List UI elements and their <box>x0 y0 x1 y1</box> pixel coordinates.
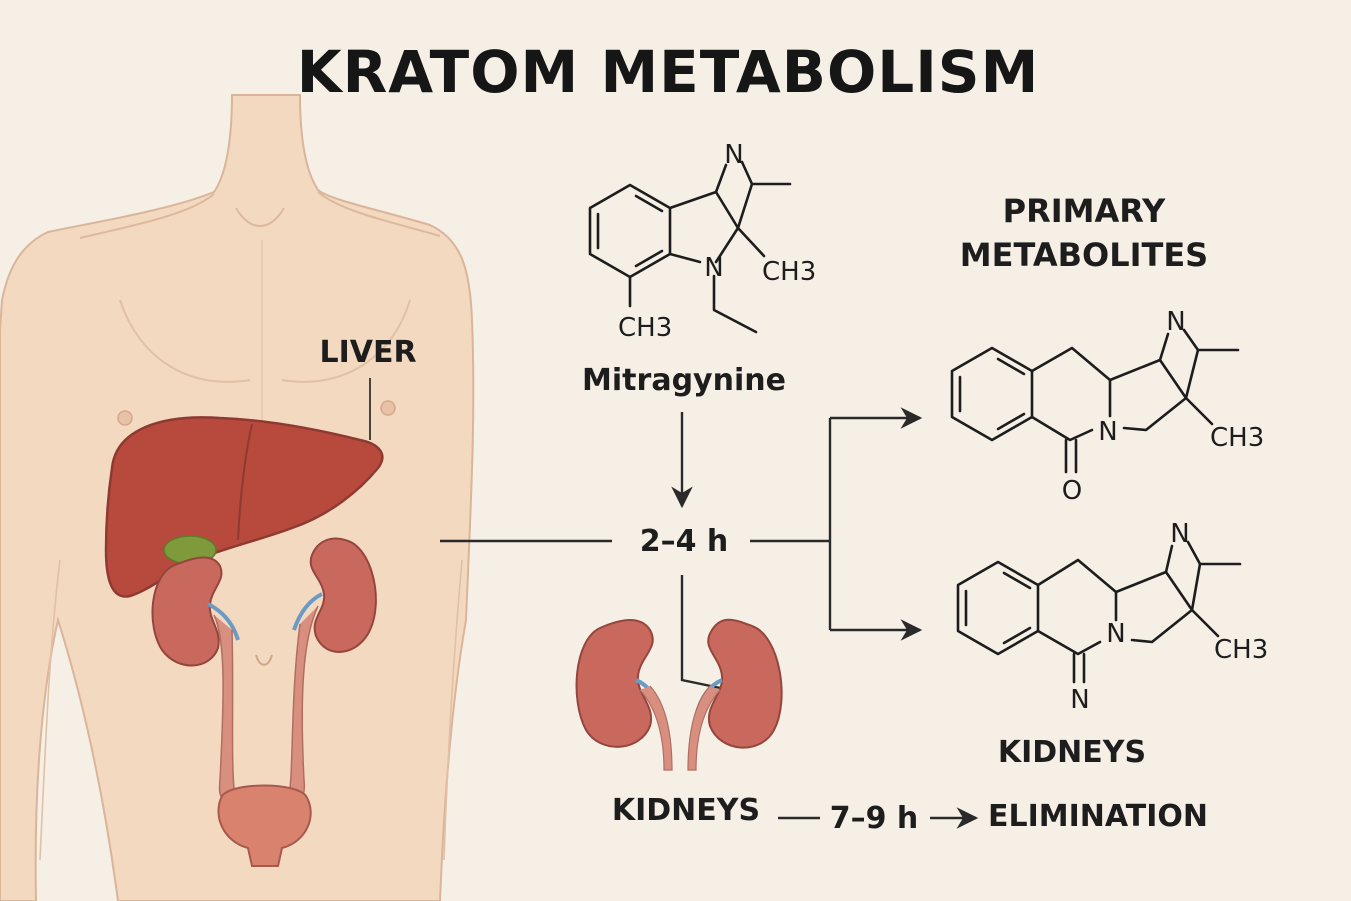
nipple-right <box>380 400 396 416</box>
kidneys-label-bottom: KIDNEYS <box>612 793 760 828</box>
center-ureter-right <box>687 685 721 771</box>
arm-contour-right <box>443 559 463 861</box>
mitragynine-benzene-ring <box>588 183 672 279</box>
mitragynine-five-ring <box>668 190 740 264</box>
metabolite-2-structure: N N CH3 N <box>956 519 1268 715</box>
clavicle-left <box>79 193 215 239</box>
metabolite-2-benzene-inner-bonds <box>964 571 1032 645</box>
metabolite-1-carbonyl <box>1064 438 1078 474</box>
metabolite-2-atom-n-top: N <box>1170 519 1189 549</box>
neck-notch <box>235 207 285 227</box>
metabolite-2-imine <box>1072 652 1086 684</box>
elimination-label: ELIMINATION <box>988 799 1208 834</box>
mitragynine-methyl-bonds <box>628 226 766 334</box>
navel <box>255 654 273 666</box>
mitragynine-bridge <box>714 160 792 230</box>
metabolite-1-benzene-inner-bonds <box>958 357 1026 431</box>
mitragynine-atom-n-ring: N <box>704 253 723 283</box>
primary-metabolites-heading-line2: METABOLITES <box>960 236 1208 274</box>
kidneys-label-right: KIDNEYS <box>998 735 1146 770</box>
metabolite-1-atom-n-ring: N <box>1098 417 1117 447</box>
metabolite-2-atom-imine-n: N <box>1070 685 1089 715</box>
elimination-phase-timing: 7–9 h <box>830 801 919 836</box>
liver-label: LIVER <box>319 335 416 370</box>
metabolite-2-bridge <box>1164 540 1242 638</box>
liver-organ <box>104 416 384 598</box>
kidney-pair-center <box>575 618 783 771</box>
center-kidney-left <box>575 619 654 748</box>
center-ureter-left <box>639 685 673 771</box>
metabolite-1-bridge <box>1158 328 1240 426</box>
metabolite-1-atom-ch3: CH3 <box>1210 423 1264 453</box>
torso-kidney-left <box>151 556 223 667</box>
page-title: KRATOM METABOLISM <box>297 38 1040 106</box>
liver-phase-timing: 2–4 h <box>640 524 729 559</box>
torso-kidney-right <box>309 537 377 653</box>
renal-vessel-right <box>292 592 323 631</box>
nipple-left <box>117 410 133 426</box>
arm-contour-left <box>39 559 61 861</box>
mitragynine-atom-n-top: N <box>724 140 743 170</box>
mitragynine-atom-ch3-left: CH3 <box>618 313 672 343</box>
mitragynine-structure: N N CH3 CH3 <box>588 140 816 343</box>
metabolite-1-middle-ring <box>1030 346 1112 442</box>
metabolite-2-benzene-ring <box>956 560 1040 656</box>
metabolite-2-middle-ring <box>1036 558 1118 656</box>
chest-left <box>119 299 251 383</box>
metabolite-1-atom-o: O <box>1062 476 1082 506</box>
bladder <box>217 784 312 867</box>
primary-metabolites-heading-line1: PRIMARY <box>1003 192 1167 230</box>
center-kidney-right <box>707 618 783 749</box>
chest-right <box>281 299 411 383</box>
metabolite-2-atom-ch3: CH3 <box>1214 635 1268 665</box>
metabolite-1-atom-n-top: N <box>1166 307 1185 337</box>
mitragynine-name: Mitragynine <box>582 363 786 398</box>
clavicle-right <box>317 191 441 237</box>
metabolite-2-atom-n-ring: N <box>1106 619 1125 649</box>
mitragynine-benzene-inner-bonds <box>596 194 664 268</box>
mitragynine-atom-ch3-right: CH3 <box>762 257 816 287</box>
torso-urinary-system <box>151 537 377 867</box>
renal-vessel-left <box>207 602 240 641</box>
metabolite-1-five-ring <box>1108 358 1188 432</box>
metabolite-1-structure: N N CH3 O <box>950 307 1264 506</box>
metabolite-1-benzene-ring <box>950 346 1034 442</box>
liver-lobe-divider <box>237 423 253 541</box>
metabolite-2-five-ring <box>1114 570 1194 644</box>
